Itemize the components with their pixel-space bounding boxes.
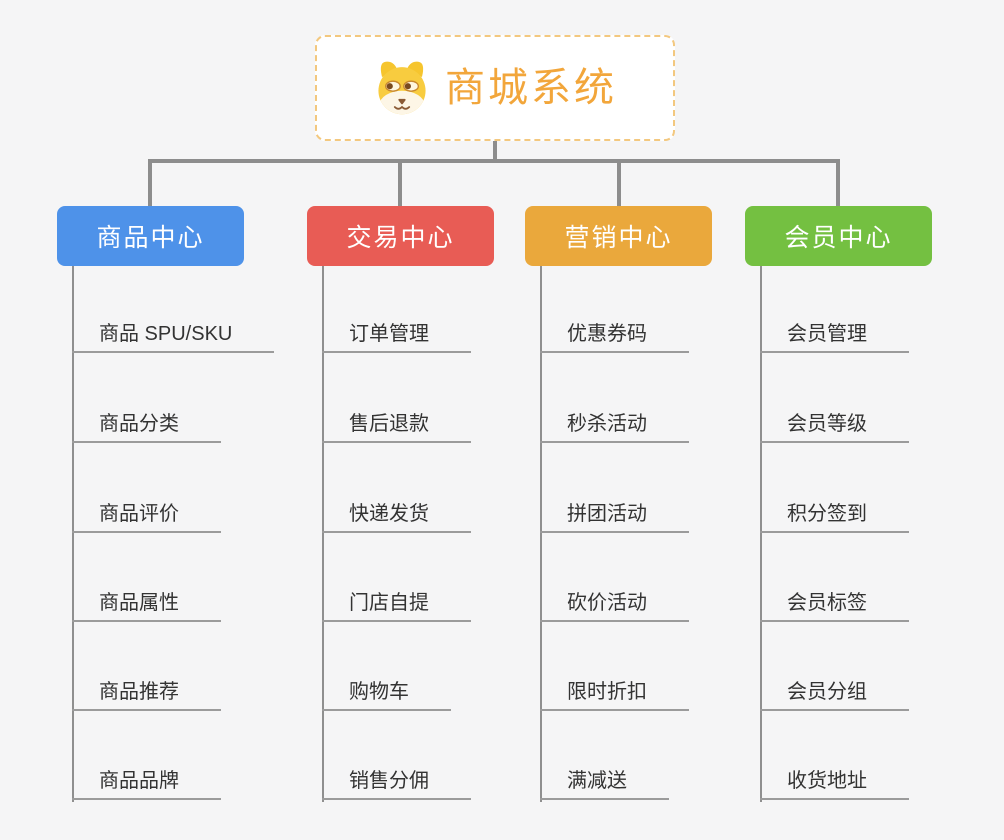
subtopic-item[interactable]: 商品品牌 xyxy=(72,766,221,800)
root-topic[interactable]: 商城系统 xyxy=(315,35,675,141)
connector-root-stub xyxy=(493,141,497,159)
branch-spine-marketing-center xyxy=(540,266,542,802)
connector-drop-2 xyxy=(398,159,402,206)
subtopic-item[interactable]: 砍价活动 xyxy=(540,588,689,622)
subtopic-item[interactable]: 会员等级 xyxy=(760,409,909,443)
subtopic-item[interactable]: 购物车 xyxy=(322,677,451,711)
subtopic-item[interactable]: 优惠券码 xyxy=(540,319,689,353)
branch-spine-product-center xyxy=(72,266,74,802)
subtopic-item[interactable]: 门店自提 xyxy=(322,588,471,622)
subtopic-item[interactable]: 商品评价 xyxy=(72,499,221,533)
root-topic-label: 商城系统 xyxy=(445,66,617,110)
subtopic-item[interactable]: 售后退款 xyxy=(322,409,471,443)
subtopic-item[interactable]: 秒杀活动 xyxy=(540,409,689,443)
subtopic-item[interactable]: 订单管理 xyxy=(322,319,471,353)
branch-trade-center[interactable]: 交易中心 xyxy=(307,206,494,266)
subtopic-item[interactable]: 拼团活动 xyxy=(540,499,689,533)
subtopic-item[interactable]: 商品 SPU/SKU xyxy=(72,319,275,353)
connector-horizontal-bar xyxy=(148,159,840,163)
dog-face-icon xyxy=(378,61,426,115)
subtopic-item[interactable]: 快递发货 xyxy=(322,499,471,533)
subtopic-item[interactable]: 商品分类 xyxy=(72,409,221,443)
branch-marketing-center[interactable]: 营销中心 xyxy=(525,206,712,266)
subtopic-item[interactable]: 限时折扣 xyxy=(540,677,689,711)
subtopic-item[interactable]: 积分签到 xyxy=(760,499,909,533)
branch-spine-member-center xyxy=(760,266,762,802)
connector-drop-1 xyxy=(148,159,152,206)
connector-drop-4 xyxy=(836,159,840,206)
subtopic-item[interactable]: 会员标签 xyxy=(760,588,909,622)
subtopic-item[interactable]: 商品推荐 xyxy=(72,677,221,711)
subtopic-item[interactable]: 会员分组 xyxy=(760,677,909,711)
subtopic-item[interactable]: 商品属性 xyxy=(72,588,221,622)
branch-product-center[interactable]: 商品中心 xyxy=(57,206,244,266)
subtopic-item[interactable]: 满减送 xyxy=(540,766,669,800)
branch-spine-trade-center xyxy=(322,266,324,802)
branch-member-center[interactable]: 会员中心 xyxy=(745,206,932,266)
subtopic-item[interactable]: 会员管理 xyxy=(760,319,909,353)
connector-drop-3 xyxy=(617,159,621,206)
subtopic-item[interactable]: 收货地址 xyxy=(760,766,909,800)
subtopic-item[interactable]: 销售分佣 xyxy=(322,766,471,800)
